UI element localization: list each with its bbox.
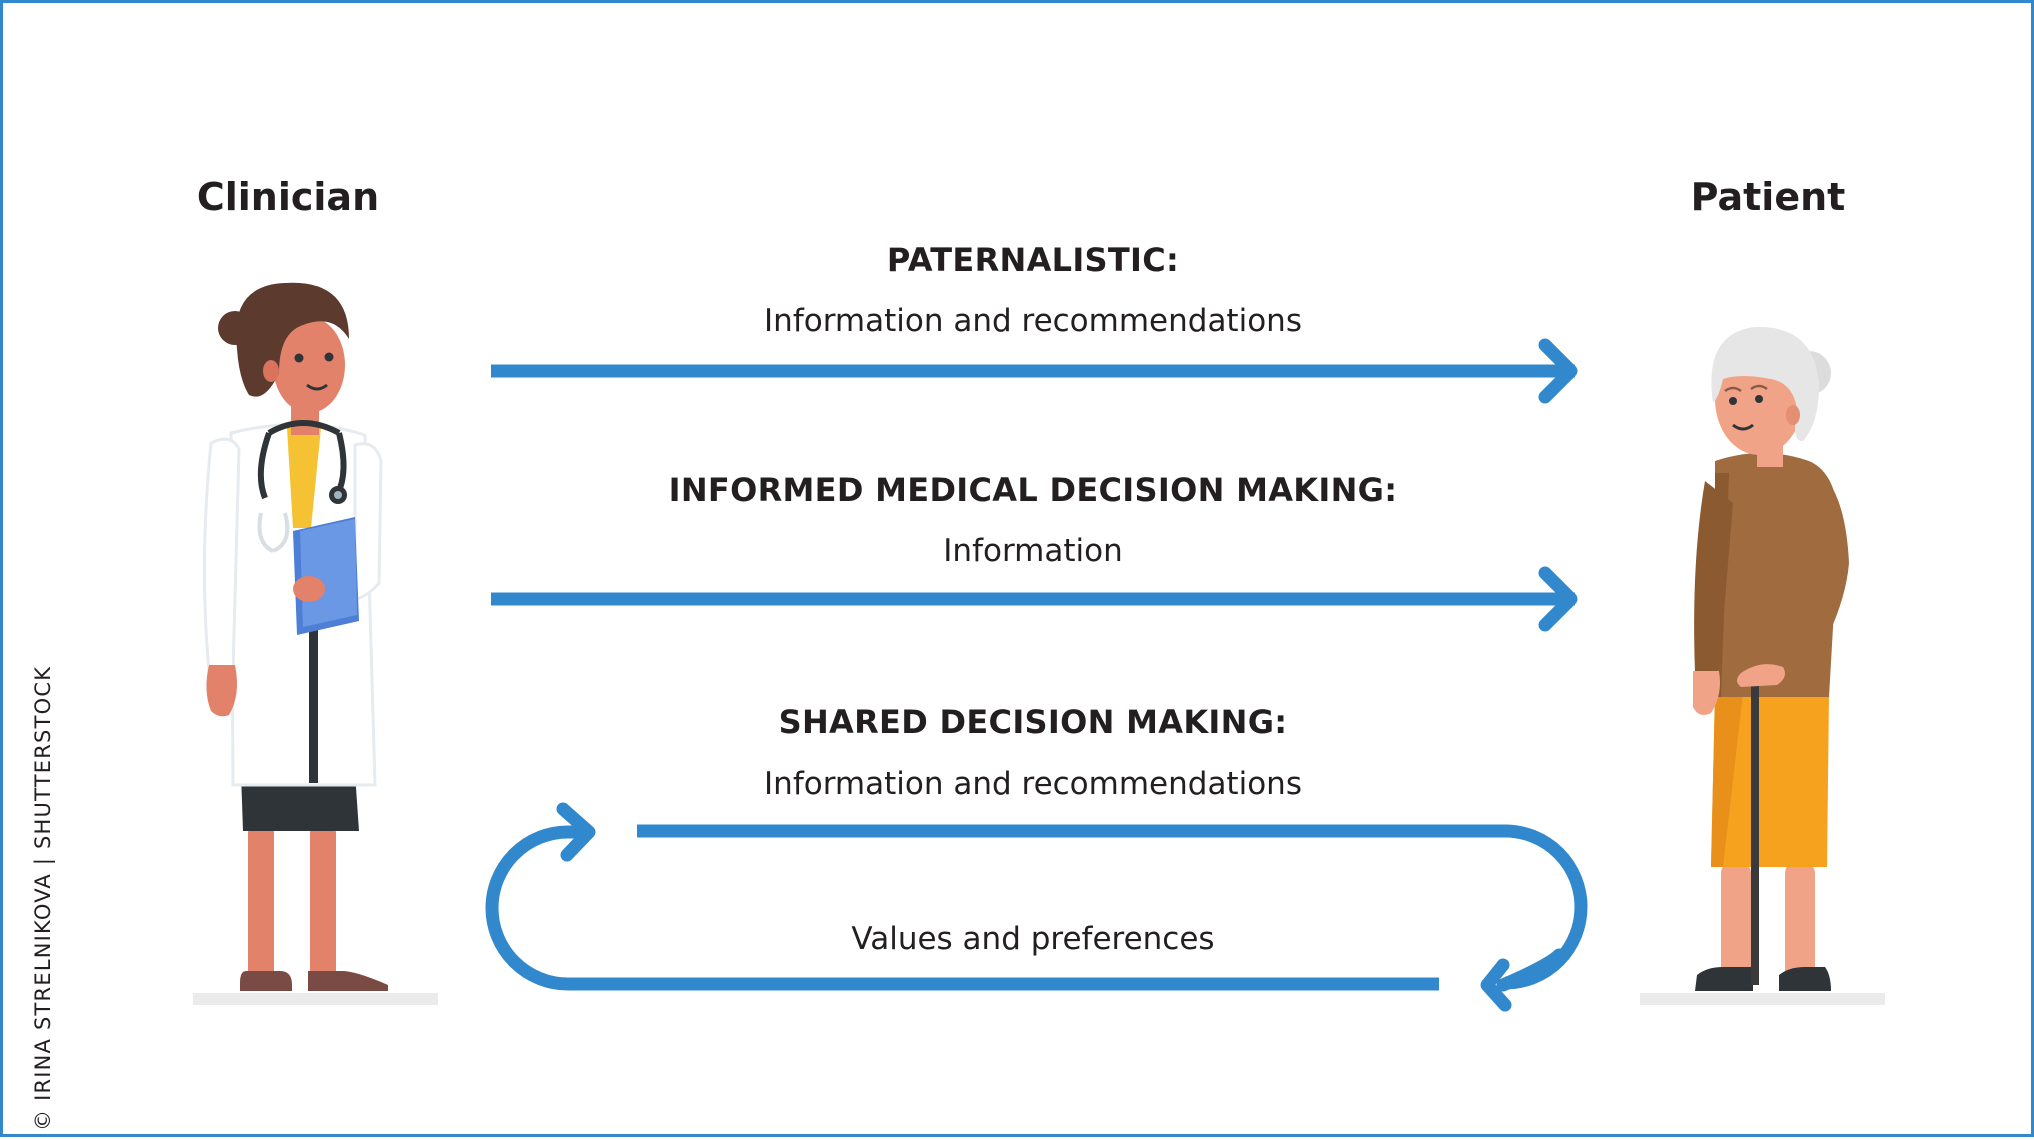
image-credit: © IRINA STRELNIKOVA | SHUTTERSTOCK bbox=[31, 665, 55, 1131]
shared-return-flow-label: Values and preferences bbox=[851, 921, 1215, 957]
shared-flow-label: Information and recommendations bbox=[764, 766, 1302, 802]
paternalistic-flow-label: Information and recommendations bbox=[764, 303, 1302, 339]
diagram-graphics bbox=[193, 282, 1885, 1012]
paternalistic-heading: PATERNALISTIC: bbox=[886, 241, 1180, 279]
elderly-woman-illustration-icon bbox=[1693, 326, 1849, 991]
informed-flow-label: Information bbox=[943, 533, 1123, 569]
doctor-illustration-icon bbox=[202, 282, 388, 991]
clinician-floor-shadow bbox=[193, 993, 438, 1005]
patient-label: Patient bbox=[1690, 175, 1846, 219]
shared-loop-arrow bbox=[485, 802, 1588, 1012]
shared-heading: SHARED DECISION MAKING: bbox=[778, 703, 1288, 741]
clinician-label: Clinician bbox=[196, 175, 380, 219]
paternalistic-arrow bbox=[491, 338, 1578, 404]
informed-arrow bbox=[491, 566, 1578, 632]
patient-floor-shadow bbox=[1640, 993, 1885, 1005]
informed-heading: INFORMED MEDICAL DECISION MAKING: bbox=[668, 471, 1398, 509]
